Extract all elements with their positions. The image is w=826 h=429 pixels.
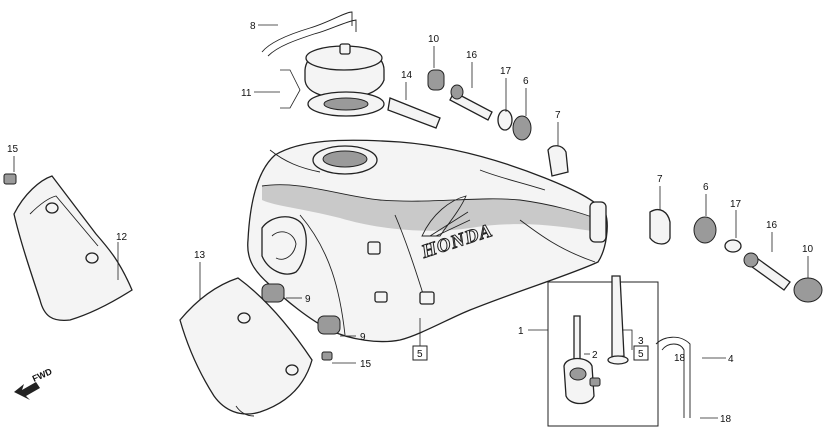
callout-10-right: 10 [802, 244, 814, 255]
fuel-hose [655, 336, 691, 418]
callout-16-right: 16 [766, 220, 778, 231]
callout-8: 8 [250, 21, 256, 32]
drain-tube-strip [387, 97, 441, 129]
rubber-cushions [261, 283, 341, 335]
fwd-label: FWD [31, 366, 54, 384]
bolt-lower [321, 351, 333, 361]
fuel-tank: HONDA [247, 139, 608, 343]
callout-10-upper: 10 [428, 34, 440, 45]
callout-15-lower: 15 [360, 359, 372, 370]
callout-7-upper: 7 [555, 110, 561, 121]
callout-7-right: 7 [657, 174, 663, 185]
side-cover-lower [179, 277, 313, 417]
callout-1: 1 [518, 326, 524, 337]
boxed-ref-5-tank: 5 [417, 349, 423, 360]
callout-17-right: 17 [730, 199, 742, 210]
boxed-refs: 5 5 [412, 345, 649, 361]
callout-12: 12 [116, 232, 128, 243]
callout-9-upper: 9 [305, 294, 311, 305]
callout-6-right: 6 [703, 182, 709, 193]
fuel-valve-detail-box [547, 281, 659, 427]
callout-6-upper: 6 [523, 76, 529, 87]
filler-cap-assembly [261, 11, 385, 117]
callout-3: 3 [638, 336, 644, 347]
fuel-joint-right [649, 208, 823, 303]
callout-2: 2 [592, 350, 598, 361]
fuel-valve [563, 275, 629, 405]
callout-labels: 8 11 10 14 16 17 6 7 15 12 13 9 9 15 7 6… [7, 21, 814, 425]
callout-18-upper: 18 [674, 353, 686, 364]
leader-lines [13, 24, 809, 419]
callout-13: 13 [194, 250, 206, 261]
callout-16-upper: 16 [466, 50, 478, 61]
callout-17-upper: 17 [500, 66, 512, 77]
boxed-ref-5-valve: 5 [638, 349, 644, 360]
fuel-joint-upper [427, 69, 569, 177]
fwd-arrow-icon [14, 382, 40, 400]
callout-9-lower: 9 [360, 332, 366, 343]
callout-4: 4 [728, 354, 734, 365]
callout-18-lower: 18 [720, 414, 732, 425]
side-cover-left [3, 173, 133, 322]
callout-15-upper: 15 [7, 144, 19, 155]
callout-11: 11 [241, 88, 252, 99]
callout-14: 14 [401, 70, 413, 81]
